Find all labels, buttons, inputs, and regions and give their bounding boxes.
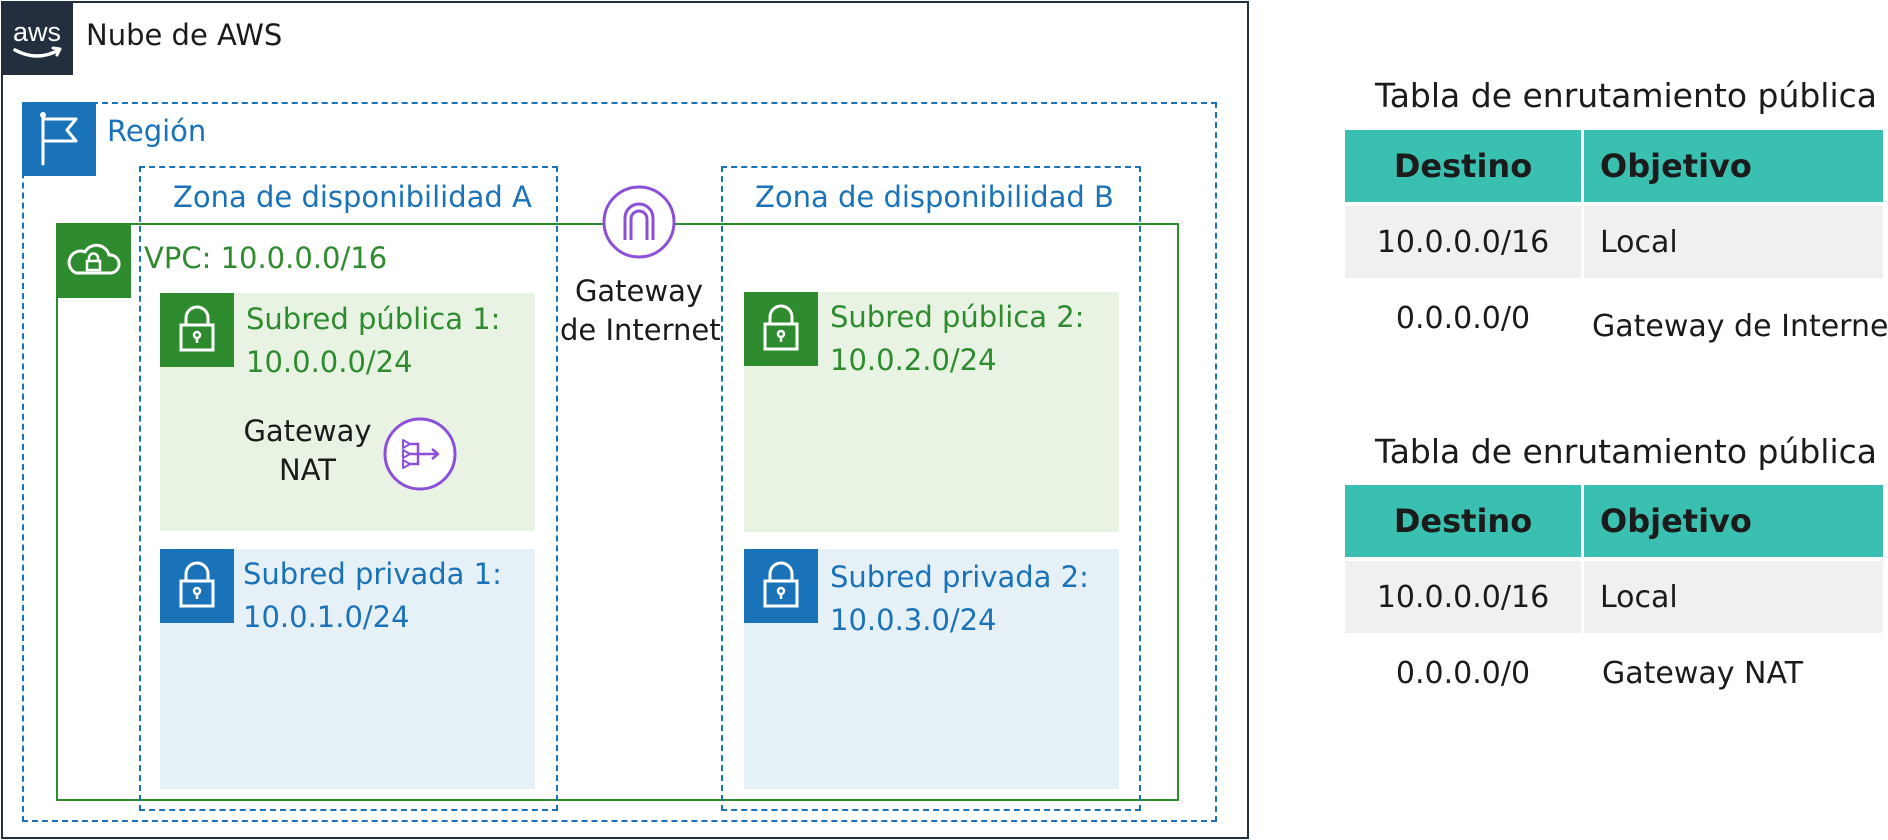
cell-destination: 0.0.0.0/0 <box>1395 655 1531 691</box>
internet-gateway-label: Gateway de Internet <box>560 272 721 350</box>
public-subnet-1-cidr: 10.0.0.0/24 <box>246 345 413 379</box>
lock-icon <box>744 549 818 623</box>
lock-icon <box>160 293 234 367</box>
public-subnet-1-name: Subred pública 1: <box>246 302 501 336</box>
cell-target: Gateway de Internet <box>1592 308 1888 344</box>
header-destination: Destino <box>1345 130 1581 202</box>
route-table-2-title: Tabla de enrutamiento pública <box>1375 432 1878 471</box>
cell-target: Local <box>1584 206 1883 278</box>
flag-icon <box>22 102 96 176</box>
lock-icon <box>744 292 818 366</box>
aws-cloud-title: Nube de AWS <box>86 18 283 52</box>
cell-destination: 0.0.0.0/0 <box>1395 300 1531 336</box>
aws-logo-text: aws <box>13 17 61 47</box>
availability-zone-b <box>721 166 1141 811</box>
header-target: Objetivo <box>1584 130 1883 202</box>
aws-cloud-boundary <box>1 1 1249 839</box>
private-subnet-2-cidr: 10.0.3.0/24 <box>830 603 997 637</box>
nat-gateway-label-line1: Gateway <box>243 414 372 448</box>
table-row: 0.0.0.0/0 Gateway de Internet <box>1345 282 1888 358</box>
cell-destination: 10.0.0.0/16 <box>1345 561 1581 633</box>
table-row: 0.0.0.0/0 Gateway NAT <box>1345 637 1883 713</box>
route-table-1: Destino Objetivo 10.0.0.0/16 Local 0.0.0… <box>1345 130 1888 358</box>
cell-target: Local <box>1584 561 1883 633</box>
public-subnet-2-cidr: 10.0.2.0/24 <box>830 343 997 377</box>
header-destination: Destino <box>1345 485 1581 557</box>
cloud-lock-icon <box>56 223 131 298</box>
private-subnet-2-label: Subred privada 2: 10.0.3.0/24 <box>830 556 1089 642</box>
table-header-row: Destino Objetivo <box>1345 130 1883 206</box>
internet-gateway-label-line1: Gateway <box>574 274 704 308</box>
private-subnet-1-name: Subred privada 1: <box>243 557 502 591</box>
header-target: Objetivo <box>1584 485 1883 557</box>
cell-destination: 10.0.0.0/16 <box>1345 206 1581 278</box>
aws-logo-icon: aws <box>1 1 73 75</box>
table-header-row: Destino Objetivo <box>1345 485 1883 561</box>
nat-gateway-label: Gateway NAT <box>240 412 375 490</box>
vpc-title: VPC: 10.0.0.0/16 <box>144 241 388 275</box>
public-subnet-2-name: Subred pública 2: <box>830 300 1085 334</box>
private-subnet-2-name: Subred privada 2: <box>830 560 1089 594</box>
nat-gateway-icon <box>382 416 458 492</box>
availability-zone-b-title: Zona de disponibilidad B <box>755 180 1114 214</box>
internet-gateway-icon <box>601 184 677 260</box>
private-subnet-1-cidr: 10.0.1.0/24 <box>243 600 410 634</box>
nat-gateway-label-line2: NAT <box>279 453 336 487</box>
availability-zone-a-title: Zona de disponibilidad A <box>173 180 532 214</box>
route-table-1-title: Tabla de enrutamiento pública <box>1375 76 1878 115</box>
route-table-2: Destino Objetivo 10.0.0.0/16 Local 0.0.0… <box>1345 485 1883 713</box>
internet-gateway-label-line2: de Internet <box>560 313 721 347</box>
region-boundary <box>22 102 1217 822</box>
table-row: 10.0.0.0/16 Local <box>1345 206 1883 282</box>
table-row: 10.0.0.0/16 Local <box>1345 561 1883 637</box>
lock-icon <box>160 549 234 623</box>
availability-zone-a <box>139 166 558 811</box>
region-title: Región <box>107 114 207 148</box>
private-subnet-1-label: Subred privada 1: 10.0.1.0/24 <box>243 553 502 639</box>
public-subnet-2-label: Subred pública 2: 10.0.2.0/24 <box>830 296 1084 382</box>
cell-target: Gateway NAT <box>1602 655 1804 691</box>
public-subnet-1-label: Subred pública 1: 10.0.0.0/24 <box>246 298 500 384</box>
